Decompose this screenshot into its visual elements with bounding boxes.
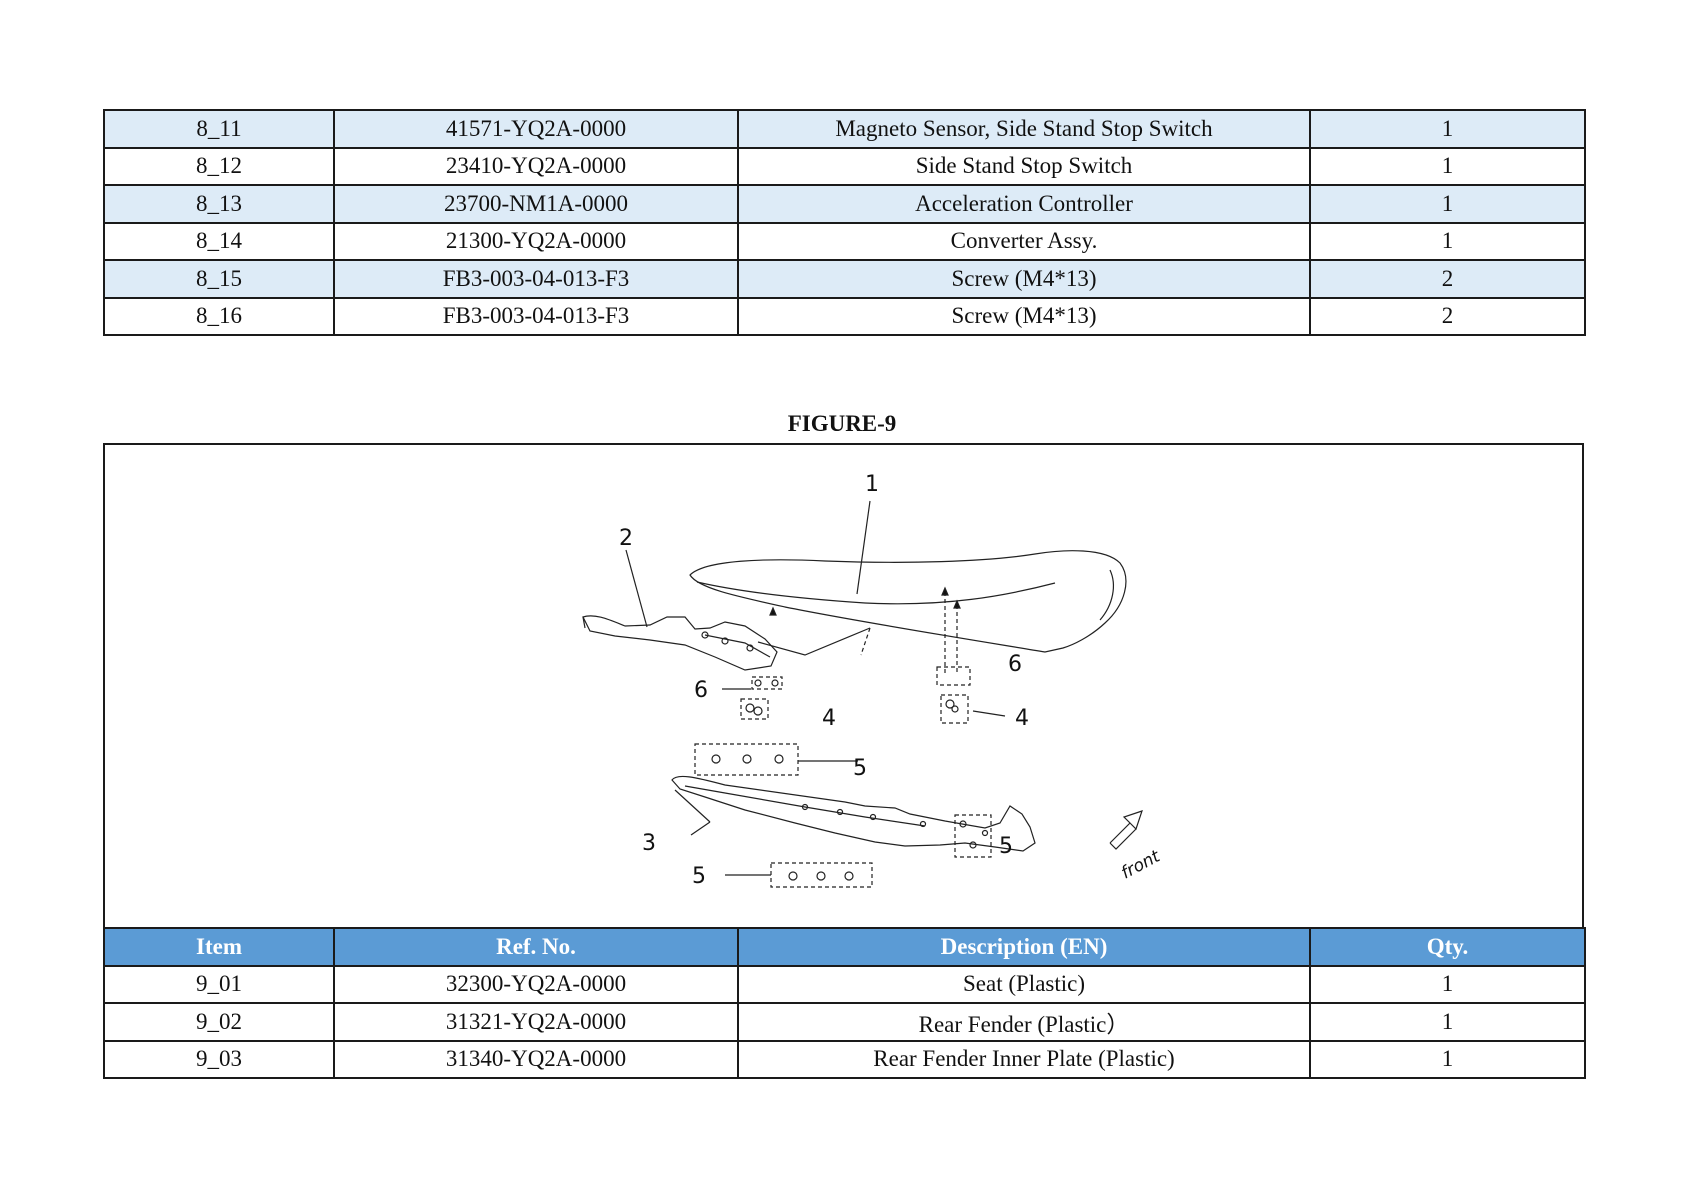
callout-3: 3 [642, 831, 656, 856]
description-cell: Side Stand Stop Switch [737, 146, 1311, 186]
qty-cell: 1 [1309, 109, 1586, 149]
description-cell: Rear Fender (Plastic） [737, 1002, 1311, 1042]
description-cell: Magneto Sensor, Side Stand Stop Switch [737, 109, 1311, 149]
column-header-qty: Qty. [1309, 927, 1586, 967]
qty-cell: 1 [1309, 184, 1586, 224]
front-label: front [1118, 846, 1165, 883]
table-row: 8_13 23700-NM1A-0000 Acceleration Contro… [103, 184, 1586, 224]
table-row: 9_01 32300-YQ2A-0000 Seat (Plastic) 1 [103, 964, 1586, 1004]
description-cell: Converter Assy. [737, 221, 1311, 261]
description-cell: Rear Fender Inner Plate (Plastic) [737, 1039, 1311, 1079]
item-cell: 8_11 [103, 109, 335, 149]
table-row: 8_12 23410-YQ2A-0000 Side Stand Stop Swi… [103, 146, 1586, 186]
leader-lines [625, 500, 1006, 876]
column-header-item: Item [103, 927, 335, 967]
description-cell: Screw (M4*13) [737, 259, 1311, 299]
screws [711, 679, 977, 881]
item-cell: 8_14 [103, 221, 335, 261]
ref-cell: 41571-YQ2A-0000 [333, 109, 739, 149]
table-header-row: Item Ref. No. Description (EN) Qty. [103, 927, 1586, 967]
rear-fender-inner-plate-part [671, 775, 1036, 852]
qty-cell: 2 [1309, 259, 1586, 299]
ref-cell: FB3-003-04-013-F3 [333, 296, 739, 336]
parts-table-figure-9: Item Ref. No. Description (EN) Qty. 9_01… [103, 927, 1586, 1079]
column-header-ref: Ref. No. [333, 927, 739, 967]
exploded-diagram-panel: 1 2 3 4 4 5 5 5 6 6 front [103, 443, 1584, 929]
ref-cell: FB3-003-04-013-F3 [333, 259, 739, 299]
item-cell: 8_15 [103, 259, 335, 299]
callout-6-left: 6 [694, 678, 708, 703]
exploded-parts-diagram: 1 2 3 4 4 5 5 5 6 6 front [582, 472, 1165, 889]
parts-table-figure-8: 8_11 41571-YQ2A-0000 Magneto Sensor, Sid… [103, 109, 1586, 336]
item-cell: 9_03 [103, 1039, 335, 1079]
ref-cell: 21300-YQ2A-0000 [333, 221, 739, 261]
figure-title: FIGURE-9 [787, 411, 897, 436]
seat-part [689, 550, 1127, 653]
ref-cell: 23700-NM1A-0000 [333, 184, 739, 224]
ref-cell: 31340-YQ2A-0000 [333, 1039, 739, 1079]
description-cell: Acceleration Controller [737, 184, 1311, 224]
table-row: 8_16 FB3-003-04-013-F3 Screw (M4*13) 2 [103, 296, 1586, 336]
column-header-description: Description (EN) [737, 927, 1311, 967]
callout-6-right: 6 [1008, 652, 1022, 677]
qty-cell: 1 [1309, 221, 1586, 261]
qty-cell: 2 [1309, 296, 1586, 336]
callout-4-left: 4 [822, 706, 836, 731]
direction-arrows [769, 586, 961, 616]
rear-fender-part [582, 615, 871, 671]
item-cell: 9_01 [103, 964, 335, 1004]
ref-cell: 31321-YQ2A-0000 [333, 1002, 739, 1042]
callout-2: 2 [619, 526, 633, 551]
callout-1: 1 [865, 472, 879, 497]
description-cell: Seat (Plastic) [737, 964, 1311, 1004]
qty-cell: 1 [1309, 1039, 1586, 1079]
table-row: 9_02 31321-YQ2A-0000 Rear Fender (Plasti… [103, 1002, 1586, 1042]
callout-5-right: 5 [999, 834, 1013, 859]
ref-cell: 32300-YQ2A-0000 [333, 964, 739, 1004]
item-cell: 8_16 [103, 296, 335, 336]
item-cell: 8_12 [103, 146, 335, 186]
callout-4-right: 4 [1015, 706, 1029, 731]
qty-cell: 1 [1309, 1002, 1586, 1042]
front-direction-arrow-icon [1109, 810, 1143, 850]
description-cell: Screw (M4*13) [737, 296, 1311, 336]
table-row: 8_14 21300-YQ2A-0000 Converter Assy. 1 [103, 221, 1586, 261]
ref-cell: 23410-YQ2A-0000 [333, 146, 739, 186]
table-row: 8_15 FB3-003-04-013-F3 Screw (M4*13) 2 [103, 259, 1586, 299]
table-row: 8_11 41571-YQ2A-0000 Magneto Sensor, Sid… [103, 109, 1586, 149]
qty-cell: 1 [1309, 964, 1586, 1004]
callout-5-lower: 5 [692, 864, 706, 889]
callout-5-upper: 5 [853, 756, 867, 781]
item-cell: 9_02 [103, 1002, 335, 1042]
table-row: 9_03 31340-YQ2A-0000 Rear Fender Inner P… [103, 1039, 1586, 1079]
qty-cell: 1 [1309, 146, 1586, 186]
item-cell: 8_13 [103, 184, 335, 224]
